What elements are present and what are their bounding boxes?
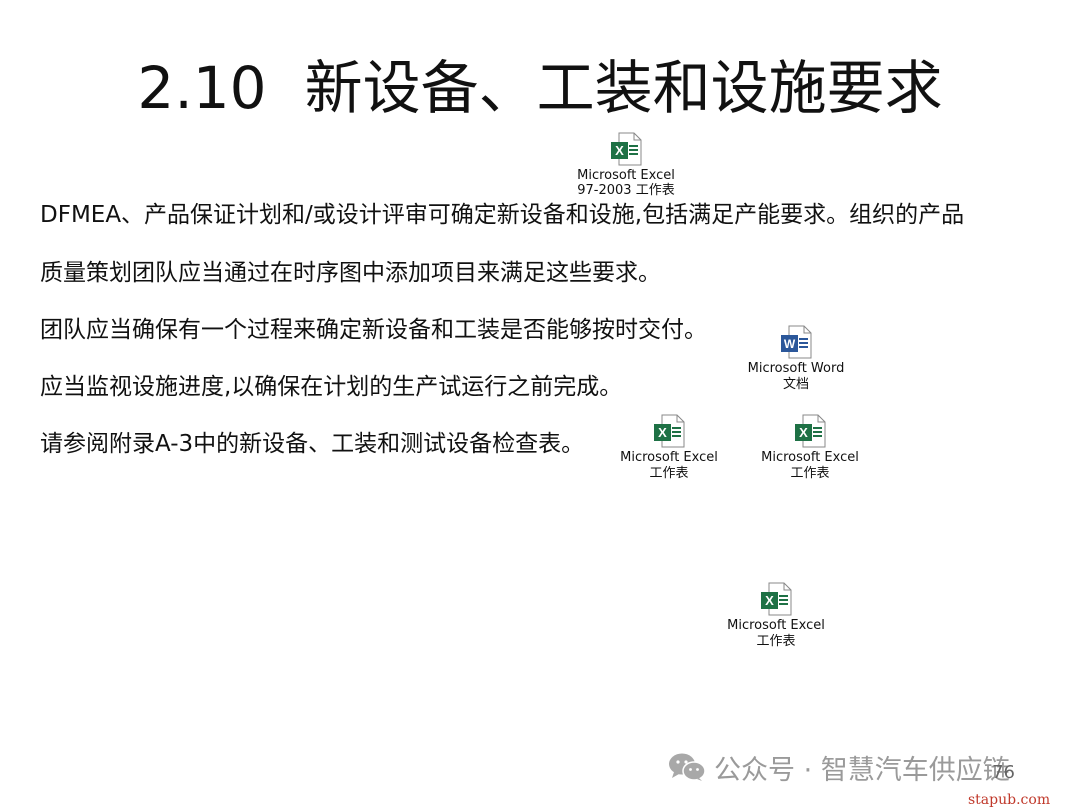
- excel-icon: X: [654, 414, 685, 448]
- embedded-excel-97-2003-line2: 97-2003 工作表: [577, 183, 675, 198]
- paragraph-5: 请参阅附录A-3中的新设备、工装和测试设备检查表。: [40, 431, 585, 457]
- embedded-excel-3-line2: 工作表: [756, 634, 796, 649]
- site-watermark: stapub.com: [968, 792, 1051, 808]
- embedded-excel-3-line1: Microsoft Excel: [727, 618, 825, 633]
- excel-icon: X: [611, 132, 642, 166]
- slide-title: 2.10 新设备、工装和设施要求: [0, 48, 1080, 128]
- excel-icon: X: [795, 414, 826, 448]
- watermark-text: 公众号 · 智慧汽车供应链: [714, 754, 1010, 786]
- svg-text:X: X: [658, 425, 667, 440]
- page-number: 76: [992, 762, 1015, 783]
- title-text: 新设备、工装和设施要求: [304, 54, 943, 122]
- embedded-excel-97-2003[interactable]: X Microsoft Excel 97-2003 工作表: [561, 132, 691, 199]
- word-icon: W: [781, 325, 812, 359]
- embedded-excel-2-line2: 工作表: [790, 466, 830, 481]
- embedded-excel-1-line1: Microsoft Excel: [620, 450, 718, 465]
- embedded-word-line1: Microsoft Word: [747, 361, 845, 376]
- paragraph-2: 质量策划团队应当通过在时序图中添加项目来满足这些要求。: [40, 260, 661, 286]
- title-number: 2.10: [137, 54, 267, 122]
- svg-text:W: W: [784, 337, 796, 351]
- paragraph-1: DFMEA、产品保证计划和/或设计评审可确定新设备和设施,包括满足产能要求。组织…: [40, 202, 965, 228]
- excel-icon: X: [761, 582, 792, 616]
- embedded-word-line2: 文档: [782, 377, 809, 392]
- embedded-excel-worksheet-3[interactable]: X Microsoft Excel 工作表: [711, 582, 841, 650]
- embedded-excel-97-2003-line1: Microsoft Excel: [577, 168, 675, 183]
- wechat-watermark: 公众号 · 智慧汽车供应链: [668, 750, 1010, 786]
- embedded-excel-worksheet-2[interactable]: X Microsoft Excel 工作表: [745, 414, 875, 482]
- paragraph-3: 团队应当确保有一个过程来确定新设备和工装是否能够按时交付。: [40, 317, 707, 343]
- svg-text:X: X: [799, 425, 808, 440]
- wechat-icon: [669, 753, 706, 781]
- embedded-word-document[interactable]: W Microsoft Word 文档: [731, 325, 861, 393]
- embedded-excel-2-line1: Microsoft Excel: [761, 450, 859, 465]
- svg-text:X: X: [615, 143, 624, 158]
- svg-text:X: X: [765, 593, 774, 608]
- embedded-excel-1-line2: 工作表: [649, 466, 689, 481]
- embedded-excel-worksheet-1[interactable]: X Microsoft Excel 工作表: [604, 414, 734, 482]
- paragraph-4: 应当监视设施进度,以确保在计划的生产试运行之前完成。: [40, 374, 623, 400]
